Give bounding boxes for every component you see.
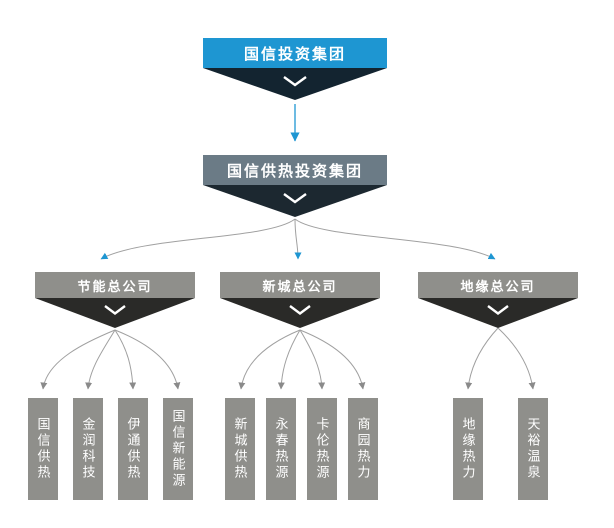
org-leaf-label: 伊通供热 bbox=[125, 417, 141, 481]
org-leaf-box: 国信新能源 bbox=[163, 398, 193, 500]
org-leaf-label: 永春热源 bbox=[273, 417, 289, 481]
org-leaf-box: 卡伦热源 bbox=[307, 398, 337, 500]
org-leaf-box: 地缘热力 bbox=[453, 398, 483, 500]
org-leaf-label: 国信供热 bbox=[35, 417, 51, 481]
org-leaf-label: 地缘热力 bbox=[460, 417, 476, 481]
ribbon-tail-icon bbox=[203, 68, 387, 100]
ribbon-tail-icon bbox=[220, 298, 380, 328]
org-node-holding-label: 国信供热投资集团 bbox=[203, 155, 387, 185]
org-node-group-3: 地缘总公司 bbox=[418, 272, 578, 328]
org-leaf-box: 新城供热 bbox=[225, 398, 255, 500]
org-leaf-box: 商园热力 bbox=[348, 398, 378, 500]
org-leaf-label: 新城供热 bbox=[232, 417, 248, 481]
org-leaf-label: 商园热力 bbox=[355, 417, 371, 481]
org-leaf-box: 永春热源 bbox=[266, 398, 296, 500]
org-leaf-box: 国信供热 bbox=[28, 398, 58, 500]
org-node-group-2-label: 新城总公司 bbox=[220, 272, 380, 298]
ribbon-tail-icon bbox=[203, 185, 387, 217]
org-node-group-3-label: 地缘总公司 bbox=[418, 272, 578, 298]
org-node-group-1: 节能总公司 bbox=[35, 272, 195, 328]
org-leaf-label: 国信新能源 bbox=[170, 409, 186, 489]
org-node-root-label: 国信投资集团 bbox=[203, 38, 387, 68]
org-leaf-label: 卡伦热源 bbox=[314, 417, 330, 481]
org-leaf-label: 天裕温泉 bbox=[525, 417, 541, 481]
org-leaf-box: 金润科技 bbox=[73, 398, 103, 500]
org-node-group-2: 新城总公司 bbox=[220, 272, 380, 328]
org-node-holding: 国信供热投资集团 bbox=[203, 155, 387, 217]
org-leaf-box: 伊通供热 bbox=[118, 398, 148, 500]
ribbon-tail-icon bbox=[35, 298, 195, 328]
org-node-group-1-label: 节能总公司 bbox=[35, 272, 195, 298]
org-leaf-box: 天裕温泉 bbox=[518, 398, 548, 500]
org-node-root: 国信投资集团 bbox=[203, 38, 387, 100]
org-leaf-label: 金润科技 bbox=[80, 417, 96, 481]
ribbon-tail-icon bbox=[418, 298, 578, 328]
